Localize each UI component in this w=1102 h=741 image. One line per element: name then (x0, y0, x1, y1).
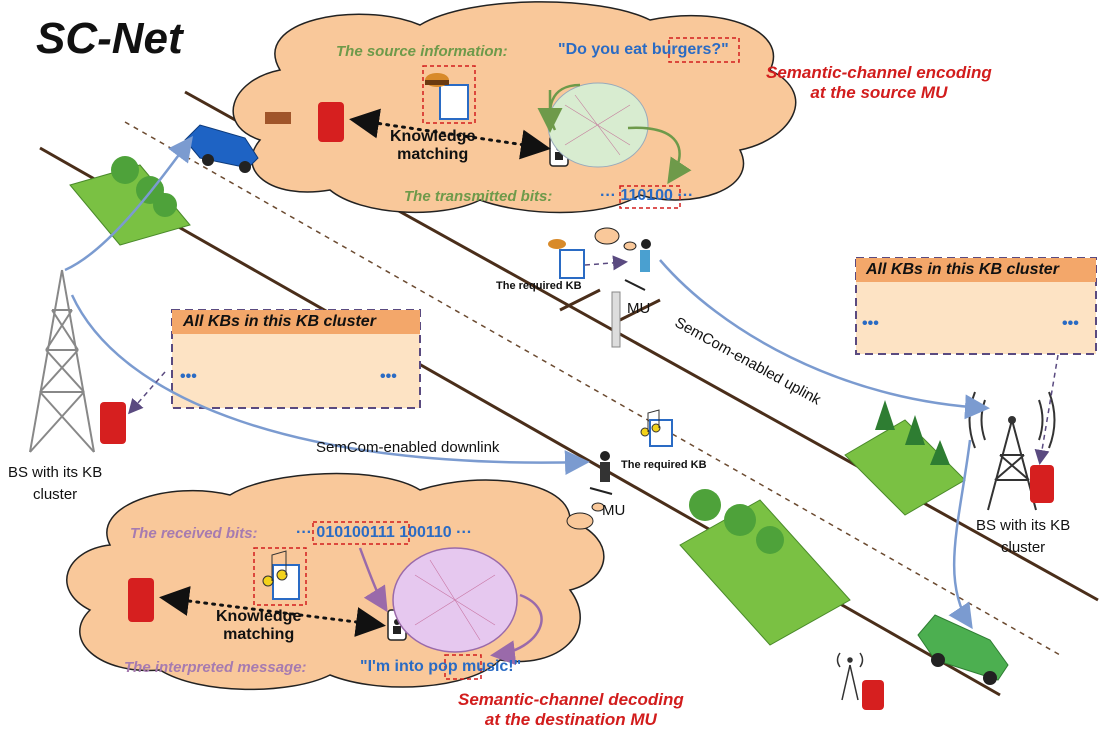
received-bits-label: The received bits: (130, 525, 258, 542)
links (64, 83, 990, 666)
interpreted-quote: "I'm into pop music!" (360, 658, 522, 675)
matching-arrows (159, 108, 551, 637)
arrow-downlink (70, 294, 590, 476)
kb-cluster-right-dots-b: ••• (1062, 315, 1079, 332)
arrow-uplink (659, 259, 990, 420)
transmitted-bits-label: The transmitted bits: (404, 188, 553, 205)
mu-mid-label: MU (602, 502, 626, 519)
required-kb-top: The required KB (496, 280, 582, 292)
downlink-label: SemCom-enabled downlink (316, 439, 500, 456)
kb-cluster-right-title: All KBs in this KB cluster (866, 261, 1059, 278)
transmitted-bits-value: ··· 110100 ··· (600, 187, 694, 204)
thought-bubble-3 (566, 512, 594, 530)
top-cloud (232, 1, 797, 214)
road-branch (559, 288, 601, 312)
arrow-tower-car (64, 135, 193, 272)
knowledge-matching-top: Knowledge matching (390, 128, 476, 163)
server-icon (100, 102, 1054, 710)
page-title: SC-Net (36, 14, 183, 63)
road-branch-2 (619, 298, 661, 322)
kb-cluster-right-dots-a: ••• (862, 315, 879, 332)
kb-cluster-left-dots-a: ••• (180, 368, 197, 385)
car-icon (184, 124, 259, 173)
kb-cluster-right (855, 257, 1097, 355)
decoding-caption: Semantic-channel decoding at the destina… (458, 690, 684, 729)
source-info-label: The source information: (336, 43, 508, 60)
tower-icon-left (29, 269, 95, 453)
required-kb-mid: The required KB (621, 459, 707, 471)
arrow-tower-truck (948, 439, 973, 630)
bs-right-label: BS with its KB cluster (976, 517, 1071, 556)
thought-bubble-1 (594, 227, 620, 245)
thought-bubble-4 (591, 502, 605, 512)
kb-cluster-left-title: All KBs in this KB cluster (183, 313, 376, 330)
antenna-icon (836, 652, 864, 701)
arrow-green-out (627, 126, 692, 185)
received-bits-value: ··· 010100111 100110 ··· (296, 524, 473, 541)
kb-cluster-left (171, 309, 421, 409)
kb-cluster-left-dots-b: ••• (380, 368, 397, 385)
knowledge-matching-bottom: Knowledge matching (216, 608, 302, 643)
thought-bubble-2 (623, 241, 637, 251)
interpreted-label: The interpreted message: (124, 659, 307, 676)
arrow-purple-out (490, 593, 543, 666)
bs-left-label: BS with its KB cluster (8, 464, 103, 503)
truck-icon (917, 614, 1009, 685)
neural-net-icon (392, 82, 649, 653)
person-icon (589, 239, 651, 495)
encoding-caption: Semantic-channel encoding at the source … (766, 63, 992, 102)
kb-dashed-arrows (128, 255, 1059, 465)
mu-top-label: MU (627, 300, 651, 317)
tree-icon (69, 112, 966, 646)
source-info-quote: "Do you eat burgers?" (558, 41, 729, 58)
